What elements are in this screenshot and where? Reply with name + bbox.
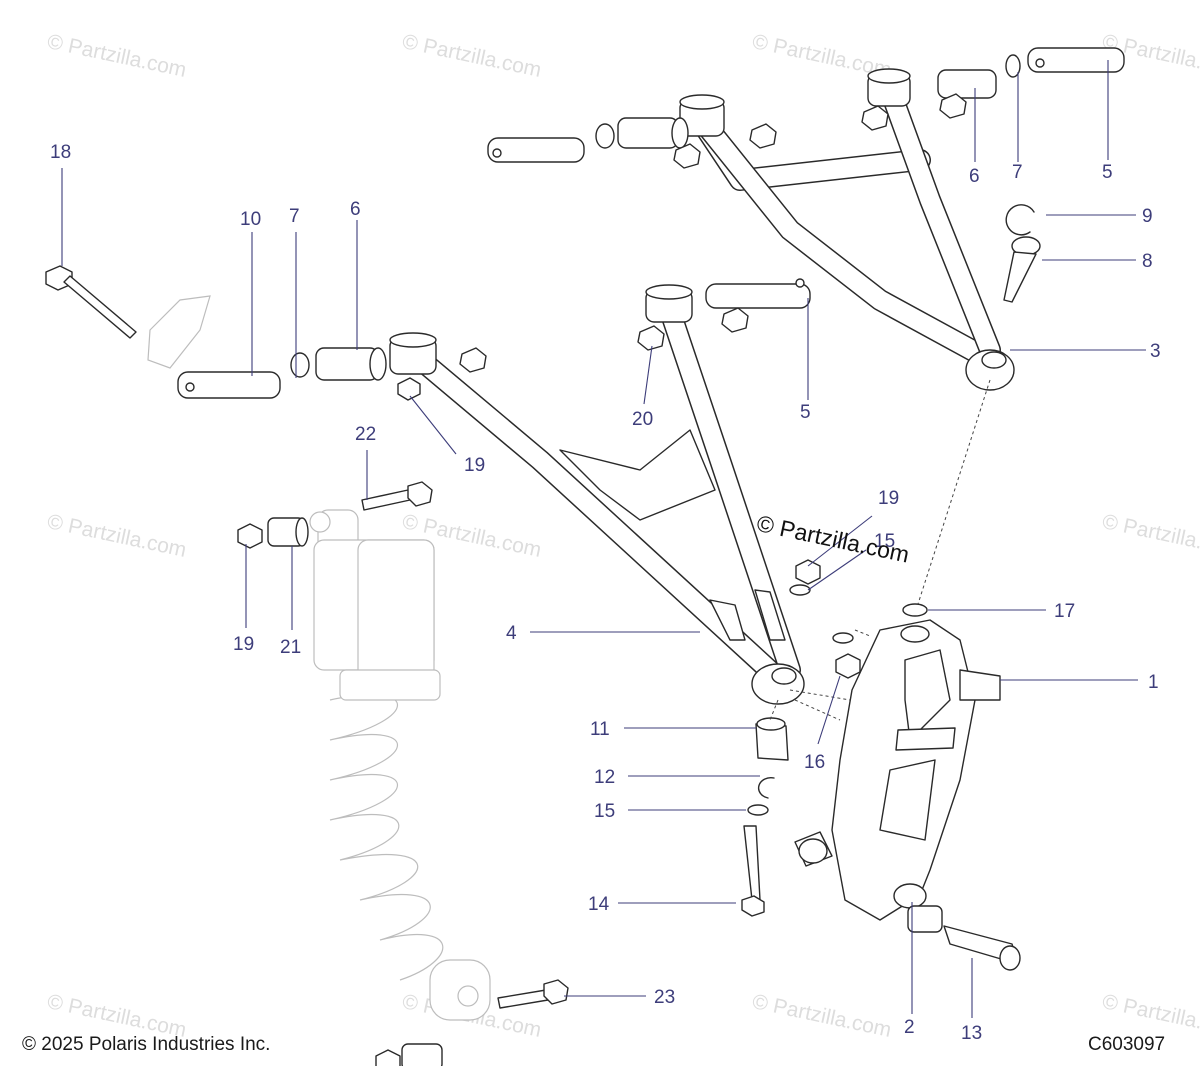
steering-knuckle	[794, 619, 1001, 921]
callout-label: 5	[800, 402, 811, 423]
callout-label: 13	[961, 1023, 982, 1044]
callout-label: 4	[506, 623, 517, 644]
callout-label: 14	[588, 894, 610, 915]
lower-a-arm	[389, 284, 805, 705]
callout-label: 22	[355, 424, 376, 445]
callout-labels: 1 2 3 4 5 5 6 6 7 7 8 9 10 11 12 13 14 1…	[50, 142, 1161, 1044]
knuckle-hardware	[741, 559, 1021, 971]
callout-label: 23	[654, 987, 675, 1008]
upper-a-arm	[679, 68, 1015, 391]
callout-label: 16	[804, 752, 825, 773]
copyright-text: © 2025 Polaris Industries Inc.	[22, 1034, 271, 1055]
upper-arm-hardware	[487, 47, 1125, 303]
callout-label: 6	[350, 199, 361, 220]
diagram-code: C603097	[1088, 1034, 1166, 1055]
callout-label: 8	[1142, 251, 1153, 272]
callout-label: 20	[632, 409, 653, 430]
alignment-lines	[769, 379, 991, 721]
callout-label: 15	[874, 531, 895, 552]
callout-label: 1	[1148, 672, 1159, 693]
lower-arm-hardware	[177, 278, 811, 401]
callout-label: 10	[240, 209, 261, 230]
callout-label: 19	[878, 488, 899, 509]
callout-label: 18	[50, 142, 71, 163]
callout-label: 6	[969, 166, 980, 187]
callout-label: 17	[1054, 601, 1075, 622]
callout-label: 12	[594, 767, 615, 788]
callout-label: 11	[590, 719, 610, 740]
shock-hardware	[237, 481, 569, 1066]
callout-label: 3	[1150, 341, 1161, 362]
bolt-18	[45, 265, 211, 369]
callout-label: 19	[233, 634, 254, 655]
callout-label: 9	[1142, 206, 1153, 227]
callout-label: 5	[1102, 162, 1113, 183]
shock-absorber	[309, 509, 491, 1021]
callout-label: 7	[1012, 162, 1023, 183]
callout-label: 19	[464, 455, 485, 476]
leader-lines	[61, 60, 1146, 1018]
callout-label: 21	[280, 637, 301, 658]
callout-label: 2	[904, 1017, 915, 1038]
callout-label: 7	[289, 206, 300, 227]
callout-label: 15	[594, 801, 615, 822]
